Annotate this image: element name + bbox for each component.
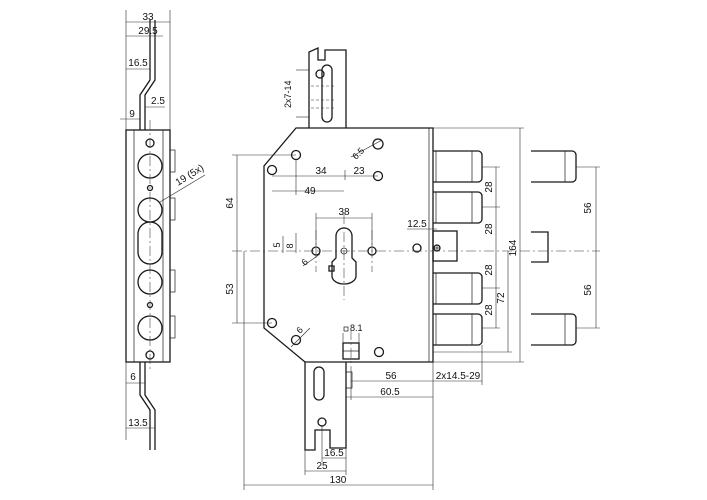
dim-square-spindle: 8.1 [350, 323, 363, 333]
dim-hole-spacing-a: 34 [315, 166, 327, 177]
screw-hole [266, 164, 278, 176]
dim-spindle-offset-2: 60.5 [380, 387, 400, 398]
dim-side-tab-height: 2.5 [151, 96, 165, 107]
dim-rod-width: 25 [316, 461, 328, 472]
dim-side-inner-width: 29.5 [138, 26, 158, 37]
dim-rod-offset: 16.5 [324, 448, 344, 459]
screw-hole [290, 334, 302, 346]
dim-bolt-holes: 19 (5x) [174, 163, 206, 189]
dead-bolt [433, 191, 483, 224]
dim-screw-dia-top: 6.5 [350, 145, 366, 161]
dim-side-tab-offset: 9 [129, 109, 135, 120]
cylinder-hole [331, 227, 357, 285]
top-rod [308, 46, 347, 128]
dim-bolt-size: 2x14.5-29 [436, 371, 481, 382]
dim-total-height: 164 [508, 239, 519, 256]
bottom-rod [304, 362, 347, 451]
dim-cylinder-offset: 38 [338, 207, 350, 218]
dim-screw-dia-bottom: 6 [294, 325, 305, 336]
dim-side-bottom-offset: 6 [130, 372, 136, 383]
dim-side-rod-offset: 16.5 [128, 58, 148, 69]
dim-8: 8 [285, 243, 295, 248]
dim-backset-small: 12.5 [407, 219, 427, 230]
dim-bolt-span: 72 [496, 292, 507, 304]
dim-throw-upper: 56 [583, 202, 594, 214]
dim-hole-spacing-b: 23 [353, 166, 365, 177]
dim-bolt-pitch-2: 28 [484, 223, 495, 235]
extended-latch [531, 231, 549, 263]
dim-height-lower: 53 [225, 283, 236, 295]
extended-bolt [531, 150, 577, 183]
dim-slot: 2x7-14 [283, 80, 293, 108]
dim-throw-lower: 56 [583, 284, 594, 296]
bottom-rod-slot [313, 366, 325, 401]
dim-bolt-pitch-4: 28 [484, 304, 495, 316]
dim-case-width: 130 [330, 475, 347, 486]
front-view [232, 46, 600, 451]
dim-5: 5 [272, 242, 282, 247]
dim-bolt-pitch-3: 28 [484, 264, 495, 276]
top-rod-slot [321, 64, 333, 123]
side-cylinder-cutout [137, 221, 163, 265]
extended-bolts [531, 150, 577, 346]
side-view: 33 29.5 16.5 2.5 9 19 (5x) 6 13.5 [120, 10, 206, 450]
dead-bolt [433, 150, 483, 183]
dim-bolt-pitch-1: 28 [484, 181, 495, 193]
dim-spindle-offset: 56 [385, 371, 397, 382]
dim-hole-spacing-c: 49 [304, 186, 316, 197]
latch-bolt [432, 230, 458, 262]
front-dimensions: 2x7-14 6.5 34 23 49 64 38 12.5 5 8 6 [225, 69, 600, 490]
dim-height-upper: 64 [225, 197, 236, 209]
dead-bolts [433, 150, 483, 346]
screw-hole [412, 243, 422, 253]
dead-bolt [433, 272, 483, 305]
dim-6-left: 6 [299, 257, 310, 268]
dim-side-width: 33 [142, 12, 154, 23]
side-faceplate [125, 129, 171, 363]
extended-bolt [531, 313, 577, 346]
dead-bolt [433, 313, 483, 346]
screw-hole [372, 138, 384, 150]
dim-side-bottom-width: 13.5 [128, 418, 148, 429]
screw-hole [373, 346, 385, 358]
